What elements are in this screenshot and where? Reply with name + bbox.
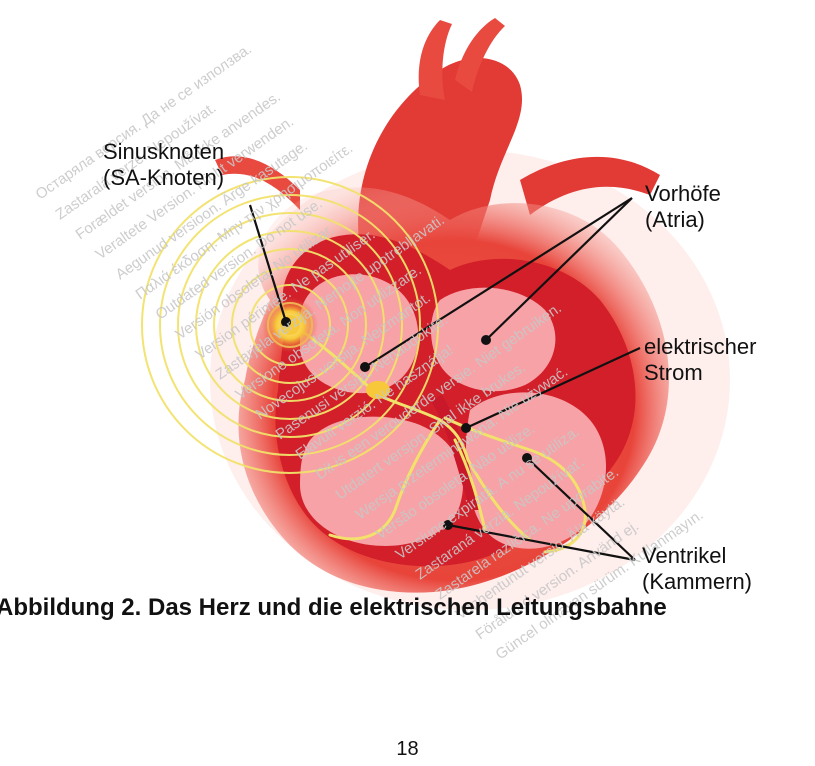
vessel-branch-3 [215,156,300,210]
label-ventricles-line2: (Kammern) [642,569,752,595]
figure-caption: Abbildung 2. Das Herz und die elektrisch… [0,594,815,622]
endpoint-right-ventricle [443,520,453,530]
label-atria: Vorhöfe (Atria) [645,181,721,233]
endpoint-right-atrium [360,362,370,372]
label-sa-node-line1: Sinusknoten [103,139,224,165]
left-atrium [431,288,555,392]
label-ventricles-line1: Ventrikel [642,543,752,569]
av-node [366,381,390,399]
label-ventricles: Ventrikel (Kammern) [642,543,752,595]
endpoint-sa-node [281,317,291,327]
endpoint-current [461,423,471,433]
endpoint-left-ventricle [522,453,532,463]
label-sa-node: Sinusknoten (SA-Knoten) [103,139,224,191]
label-atria-line2: (Atria) [645,207,721,233]
label-current-line1: elektrischer [644,334,756,360]
label-current: elektrischer Strom [644,334,756,386]
label-sa-node-line2: (SA-Knoten) [103,165,224,191]
page-number: 18 [0,738,815,761]
label-current-line2: Strom [644,360,756,386]
label-atria-line1: Vorhöfe [645,181,721,207]
right-ventricle [300,417,463,546]
endpoint-left-atrium [481,335,491,345]
